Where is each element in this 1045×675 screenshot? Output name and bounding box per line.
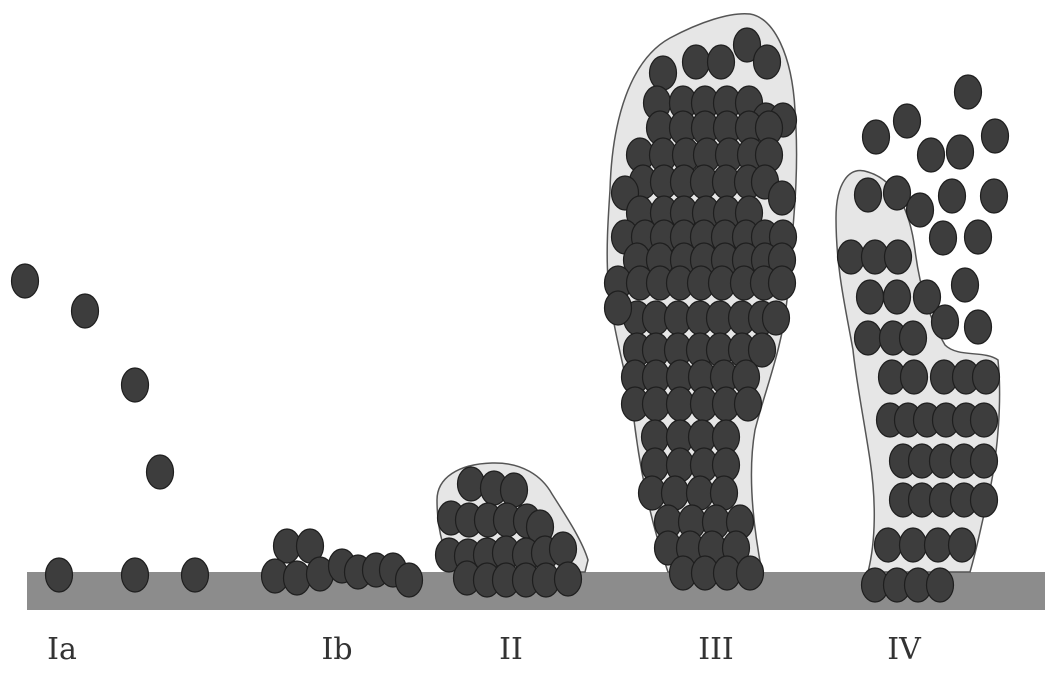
bacterial-cell-iii (763, 301, 790, 335)
bacterial-cell-ii (555, 562, 582, 596)
bacterial-cell-ia (182, 558, 209, 592)
bacterial-cell-iii (643, 387, 670, 421)
bacterial-cell-iv (973, 360, 1000, 394)
bacterial-cell-iv (894, 104, 921, 138)
bacterial-cell-ii (501, 473, 528, 507)
bacterial-cell-iv (884, 176, 911, 210)
bacterial-cell-iii (683, 45, 710, 79)
bacterial-cell-iii (708, 45, 735, 79)
bacterial-cell-iv (971, 483, 998, 517)
bacterial-cell-iv (885, 240, 912, 274)
bacterial-cell-iv (971, 444, 998, 478)
bacterial-cell-ia (12, 264, 39, 298)
bacterial-cell-iv (930, 221, 957, 255)
bacterial-cell-iii (754, 45, 781, 79)
bacterial-cell-ia (147, 455, 174, 489)
bacterial-cell-ia (122, 368, 149, 402)
bacterial-cell-iv (855, 178, 882, 212)
bacterial-cell-iv (914, 280, 941, 314)
stage-label-iv: IV (887, 632, 921, 667)
bacterial-cell-iv (838, 240, 865, 274)
bacterial-cell-iv (907, 193, 934, 227)
bacterial-cell-ib (396, 563, 423, 597)
bacterial-cell-iv (901, 360, 928, 394)
bacterial-cell-iii (667, 387, 694, 421)
bacterial-cell-iv (875, 528, 902, 562)
bacterial-cell-iv (981, 179, 1008, 213)
bacterial-cell-iv (965, 220, 992, 254)
bacterial-cell-ia (122, 558, 149, 592)
stage-label-ia: Ia (47, 632, 77, 667)
bacterial-cell-iii (605, 291, 632, 325)
bacterial-cell-iv (965, 310, 992, 344)
bacterial-cell-iii (769, 266, 796, 300)
bacterial-cell-ia (46, 558, 73, 592)
bacterial-cell-iv (952, 268, 979, 302)
bacterial-cell-iv (900, 321, 927, 355)
bacterial-cell-iv (927, 568, 954, 602)
bacterial-cell-iv (857, 280, 884, 314)
stage-label-ib: Ib (321, 632, 352, 667)
stage-label-ii: II (499, 632, 523, 667)
bacterial-cell-iv (955, 75, 982, 109)
bacterial-cell-iv (947, 135, 974, 169)
bacterial-cell-iii (769, 181, 796, 215)
bacterial-cell-ii (550, 532, 577, 566)
bacterial-cell-iii (737, 556, 764, 590)
bacterial-cell-iv (855, 321, 882, 355)
bacterial-cell-ia (72, 294, 99, 328)
bacterial-cell-iii (650, 56, 677, 90)
bacterial-cell-iv (925, 528, 952, 562)
bacterial-cell-iv (939, 179, 966, 213)
bacterial-cell-iv (982, 119, 1009, 153)
bacterial-cell-iii (735, 387, 762, 421)
bacterial-cell-iv (949, 528, 976, 562)
bacterial-cell-iv (900, 528, 927, 562)
bacterial-cell-iv (971, 403, 998, 437)
stage-label-iii: III (698, 632, 734, 667)
bacterial-cell-iv (918, 138, 945, 172)
bacterial-cell-iv (884, 280, 911, 314)
bacterial-cell-iv (863, 120, 890, 154)
